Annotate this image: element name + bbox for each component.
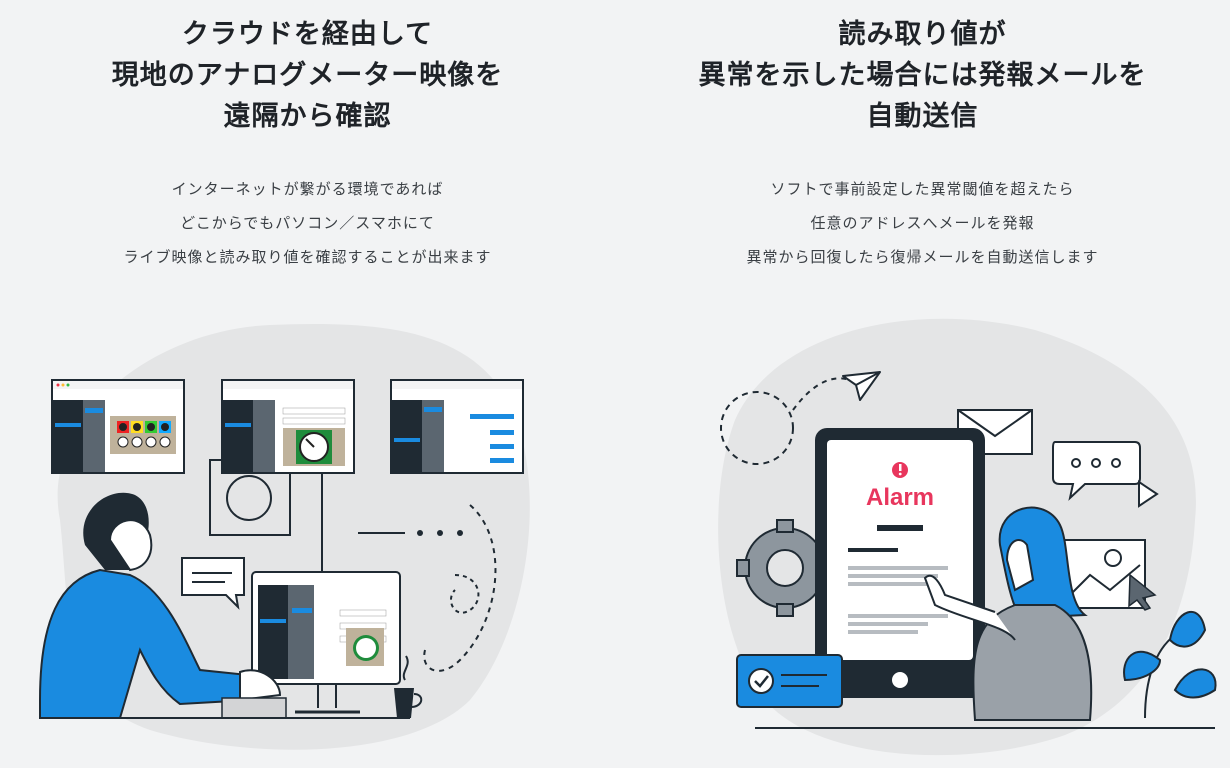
heading-line: 自動送信 — [866, 101, 979, 132]
monitor-icon — [390, 379, 524, 474]
heading-line: 現地のアナログメーター映像を — [111, 60, 504, 91]
speech-bubble-icon — [181, 557, 245, 610]
description-line: 任意のアドレスへメールを発報 — [810, 214, 1035, 232]
alert-icon — [892, 462, 908, 478]
paper-plane-icon — [842, 371, 881, 401]
heading-line: 異常を示した場合には発報メールを — [698, 60, 1147, 91]
checkmark-icon — [748, 668, 774, 694]
description-line: インターネットが繋がる環境であれば — [171, 180, 444, 198]
remote-monitoring-illustration — [39, 323, 530, 750]
coffee-cup-icon — [394, 655, 423, 718]
camera-icon — [226, 475, 272, 521]
description-line: ライブ映像と読み取り値を確認することが出来ます — [123, 248, 492, 266]
heading-line: クラウドを経由して — [181, 19, 434, 50]
alarm-illustration: Alarm — [718, 318, 1217, 756]
monitor-icon — [51, 379, 185, 474]
section-heading: クラウドを経由して 現地のアナログメーター映像を 遠隔から確認 — [0, 14, 615, 137]
alarm-label: Alarm — [866, 484, 934, 511]
section-description: ソフトで事前設定した異常閾値を超えたら 任意のアドレスへメールを発報 異常から回… — [615, 172, 1230, 274]
chat-bubble-icon — [1052, 441, 1159, 508]
gear-icon — [736, 519, 826, 617]
description-line: ソフトで事前設定した異常閾値を超えたら — [770, 180, 1075, 198]
section-heading: 読み取り値が 異常を示した場合には発報メールを 自動送信 — [615, 14, 1230, 137]
section-description: インターネットが繋がる環境であれば どこからでもパソコン／スマホにて ライブ映像… — [0, 172, 615, 274]
heading-line: 遠隔から確認 — [223, 101, 392, 132]
description-line: 異常から回復したら復帰メールを自動送信します — [746, 248, 1099, 266]
cloud-monitoring-section: クラウドを経由して 現地のアナログメーター映像を 遠隔から確認 インターネットが… — [0, 14, 615, 750]
description-line: どこからでもパソコン／スマホにて — [180, 214, 435, 232]
alarm-notification-section: 読み取り値が 異常を示した場合には発報メールを 自動送信 ソフトで事前設定した異… — [615, 0, 1230, 768]
monitor-icon — [221, 379, 355, 474]
heading-line: 読み取り値が — [838, 19, 1007, 50]
